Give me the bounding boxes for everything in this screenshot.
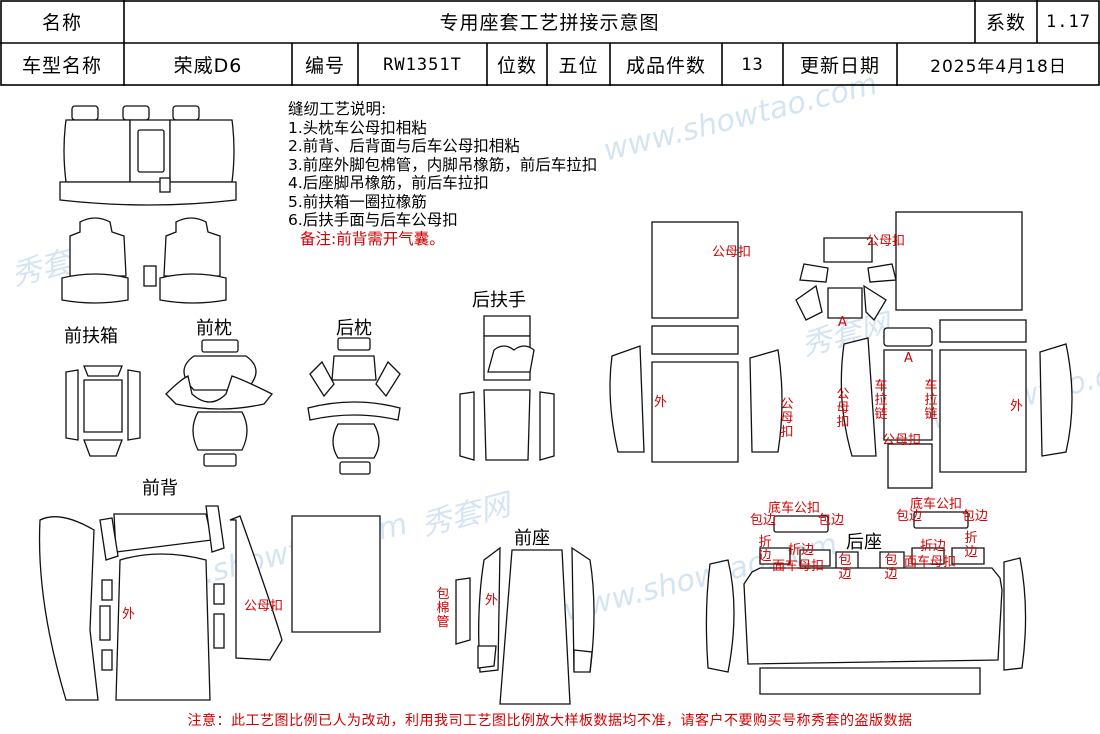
name-label: 名称 xyxy=(41,12,82,34)
date-label: 更新日期 xyxy=(799,55,880,77)
date-value: 2025年4月18日 xyxy=(930,57,1067,77)
annotation-baobian: 包边 xyxy=(896,509,923,524)
annotation-diche-gongkou: 底车公扣 xyxy=(768,501,821,516)
rear-armrest-pieces xyxy=(459,315,555,461)
annotation-baobian: 包边 xyxy=(818,513,845,528)
coef-label: 系数 xyxy=(985,12,1026,34)
annotation-a: A xyxy=(838,315,847,330)
notes-title: 缝纫工艺说明: xyxy=(288,100,387,118)
annotation-diche-gongkou: 底车公扣 xyxy=(910,497,963,512)
annotation-gongmukou: 公母扣 xyxy=(866,234,906,249)
front-headrest-pieces xyxy=(165,339,274,467)
front-back-upper-pieces xyxy=(609,221,783,463)
pieces-label: 成品件数 xyxy=(625,55,706,77)
front-back-pieces xyxy=(38,505,381,701)
annotation-wai: 外 xyxy=(122,607,136,622)
annotation-zhebian: 折边 xyxy=(788,543,815,558)
annotation-wai: 外 xyxy=(1010,399,1024,414)
annotation-baobian: 包边 xyxy=(750,513,777,528)
annotation-zhebian: 折边 xyxy=(964,531,978,560)
page-title: 专用座套工艺拼接示意图 xyxy=(439,12,660,34)
annotation-a: A xyxy=(904,351,913,366)
annotation-baobian-vertical: 包边 xyxy=(884,553,898,582)
annotation-gongmukou: 公母扣 xyxy=(882,433,922,448)
pieces-value: 13 xyxy=(741,54,764,75)
annotation-chelalian: 车拉链 xyxy=(924,379,938,422)
model-value: 荣威D6 xyxy=(173,55,243,77)
annotation-gongmukou: 公母扣 xyxy=(712,245,752,260)
model-label: 车型名称 xyxy=(21,55,102,77)
note-item: 4.后座脚吊橡筋，前后车拉扣 xyxy=(288,174,489,192)
annotation-wai: 外 xyxy=(485,593,499,608)
sewing-notes: 缝纫工艺说明: 1.头枕车公母扣相粘 2.前背、后背面与后车公母扣相粘 3.前座… xyxy=(288,100,597,248)
front-armbox-pieces xyxy=(65,365,141,457)
pattern-drawing xyxy=(38,105,1073,705)
header-table-grid xyxy=(0,0,1100,86)
note-item: 5.前扶箱一圈拉橡筋 xyxy=(288,192,427,211)
label-rear-headrest: 后枕 xyxy=(336,318,372,339)
rear-seat-thumbnail xyxy=(59,105,237,206)
annotation-zhebian: 折边 xyxy=(758,535,772,564)
note-item: 2.前背、后背面与后车公母扣相粘 xyxy=(288,137,520,155)
annotation-baobian: 包边 xyxy=(962,509,989,524)
annotation-wai: 外 xyxy=(654,395,668,410)
label-rear-armrest: 后扶手 xyxy=(472,290,526,311)
notes-remark: 备注:前背需开气囊。 xyxy=(300,229,445,248)
front-seat-pieces xyxy=(455,546,595,705)
annotation-zhebian: 折边 xyxy=(920,539,947,554)
annotation-gongmukou-vertical: 公母扣 xyxy=(780,397,794,440)
annotation-chelalian: 车拉链 xyxy=(874,379,888,422)
label-front-back: 前背 xyxy=(142,478,178,499)
label-front-armbox: 前扶箱 xyxy=(64,326,118,347)
annotation-mianche-mukou: 面车母扣 xyxy=(904,555,957,570)
rear-headrest-pieces xyxy=(307,337,401,475)
note-item: 6.后扶手面与后车公母扣 xyxy=(288,211,458,229)
annotation-gongmukou-vertical: 公母扣 xyxy=(836,387,850,430)
annotation-mianche-mukou: 面车母扣 xyxy=(772,559,825,574)
note-item: 1.头枕车公母扣相粘 xyxy=(288,118,427,137)
code-label: 编号 xyxy=(304,55,345,77)
note-item: 3.前座外脚包棉管，内脚吊橡筋，前后车拉扣 xyxy=(288,155,598,174)
seats-value: 五位 xyxy=(558,55,599,77)
annotation-gongmukou: 公母扣 xyxy=(244,599,284,614)
label-front-seat: 前座 xyxy=(514,528,550,549)
label-front-headrest: 前枕 xyxy=(196,318,232,339)
coef-value: 1.17 xyxy=(1046,11,1091,32)
seats-label: 位数 xyxy=(496,55,537,77)
annotation-baomianguan: 包棉管 xyxy=(436,587,450,630)
annotation-baobian-vertical: 包边 xyxy=(838,553,852,582)
rear-back-pieces xyxy=(795,211,1073,489)
rear-seat-pieces xyxy=(705,511,1027,695)
code-value: RW1351T xyxy=(383,54,462,75)
label-rear-seat: 后座 xyxy=(846,532,882,553)
footer-notice: 注意：此工艺图比例已人为改动，利用我司工艺图比例放大样板数据均不准，请客户不要购… xyxy=(187,713,913,729)
front-seat-thumbnail xyxy=(61,217,227,304)
